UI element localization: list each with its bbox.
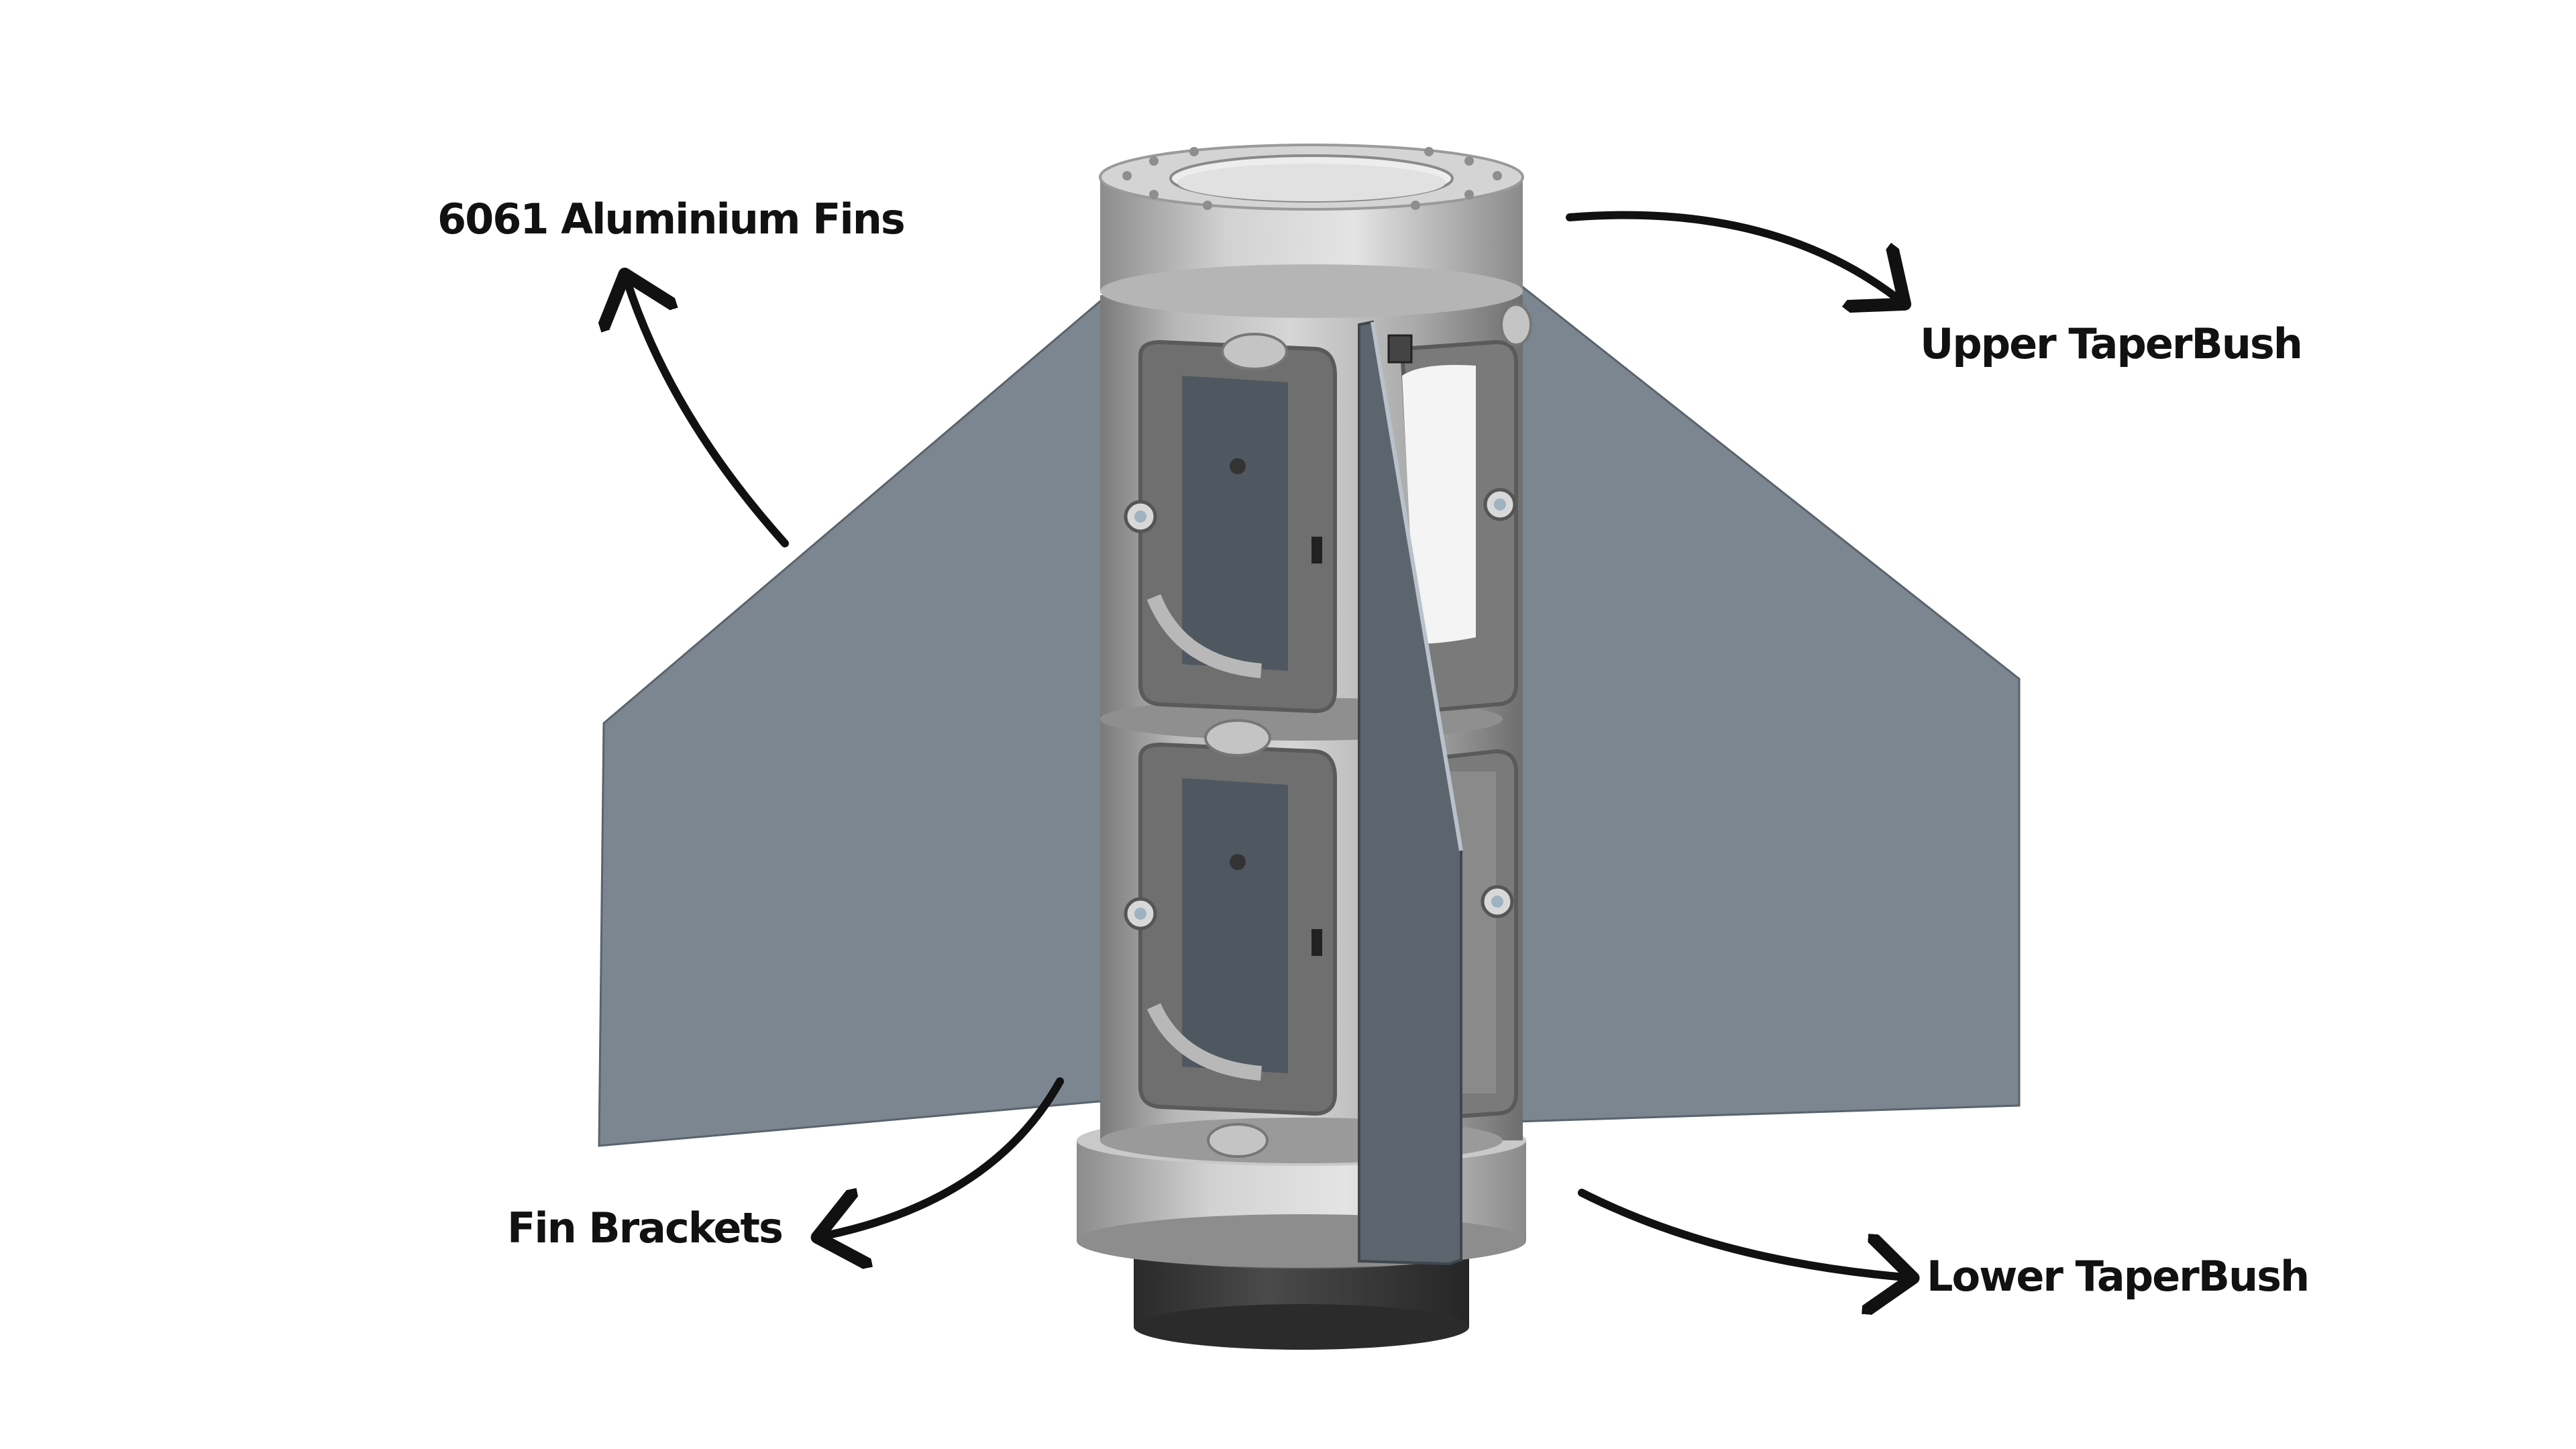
label-lower-taperbush: Lower TaperBush (1927, 1252, 2310, 1301)
curved-arrow-icon (825, 1077, 1064, 1236)
upper-taperbush-holes (1122, 147, 1502, 210)
curved-arrow-icon (1566, 211, 1898, 299)
bracket-bolts (1124, 458, 1517, 956)
window-left-upper (1138, 339, 1337, 714)
window-left-lower (1138, 742, 1337, 1116)
upper-taperbush (1099, 144, 1524, 318)
label-fin-brackets: Fin Brackets (507, 1203, 784, 1252)
curved-arrow-icon (1578, 1189, 1905, 1277)
right-fin (1515, 279, 2021, 1123)
curved-arrow-icon (627, 282, 789, 547)
window-right-upper (1399, 339, 1518, 714)
label-aluminium-fins: 6061 Aluminium Fins (437, 195, 906, 244)
label-upper-taperbush: Upper TaperBush (1920, 319, 2303, 368)
left-fin (598, 287, 1115, 1147)
front-fin-clip (1387, 334, 1413, 364)
body-cylinder (1100, 295, 1532, 1163)
